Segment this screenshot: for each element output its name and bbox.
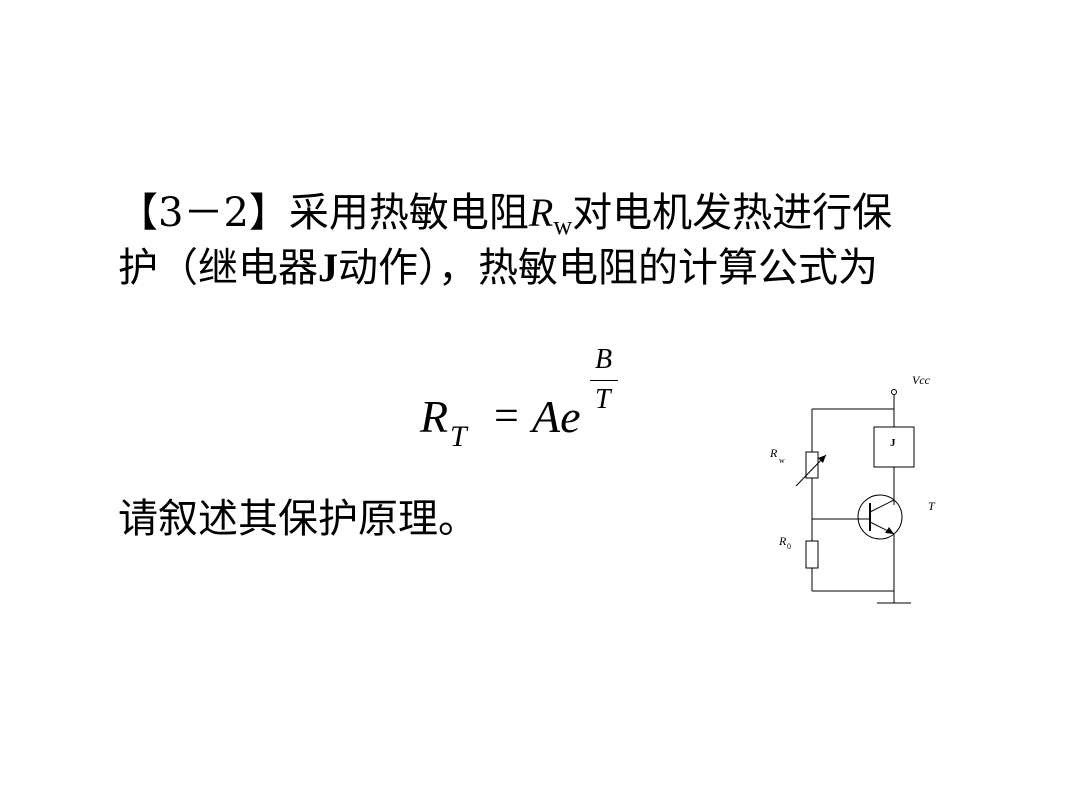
rw-label: R — [769, 446, 778, 460]
formula-exponent-denominator: T — [595, 384, 611, 415]
formula-equals: = — [494, 391, 519, 440]
r0-label: R — [778, 534, 787, 548]
transistor-label: T — [928, 499, 936, 513]
problem-text-2b: 动作），热敏电阻的计算公式为 — [338, 245, 878, 291]
problem-text-2a: 护（继电器 — [118, 245, 318, 291]
question-text: 请叙述其保护原理。 — [118, 496, 478, 542]
formula-exponent-fraction-bar — [590, 380, 618, 381]
transistor-body — [857, 494, 903, 540]
relay-label-text: J — [318, 245, 338, 290]
relay-label: J — [890, 437, 896, 449]
resistor-r0 — [805, 540, 819, 569]
problem-line-2: 护（继电器J动作），热敏电阻的计算公式为 — [118, 243, 978, 293]
vcc-terminal — [891, 389, 897, 395]
thermistor-formula: R T = Ae B T — [420, 340, 640, 453]
thermistor-arrow-head — [818, 455, 826, 463]
problem-text-1a: 采用热敏电阻 — [288, 190, 529, 236]
circuit-diagram: Vcc J R w R 0 T — [769, 373, 936, 604]
rw-subscript: w — [779, 456, 785, 465]
formula-exponent-numerator: B — [595, 344, 613, 375]
transistor-collector — [869, 499, 895, 513]
formula-rhs: Ae — [532, 391, 581, 442]
formula-lhs: R — [420, 391, 449, 442]
resistor-var: R — [528, 190, 554, 235]
problem-line-1: 【3－2】采用热敏电阻Rw对电机发热进行保 — [118, 188, 978, 243]
problem-text-1b: 对电机发热进行保 — [572, 190, 893, 236]
vcc-label: Vcc — [912, 373, 931, 387]
formula-lhs-subscript: T — [450, 420, 467, 453]
emitter-arrow-head — [885, 527, 894, 534]
problem-number: 【3－2】 — [118, 190, 289, 236]
r0-subscript: 0 — [787, 542, 791, 551]
problem-statement: 【3－2】采用热敏电阻Rw对电机发热进行保 护（继电器J动作），热敏电阻的计算公… — [118, 188, 978, 293]
resistor-subscript: w — [553, 211, 573, 240]
